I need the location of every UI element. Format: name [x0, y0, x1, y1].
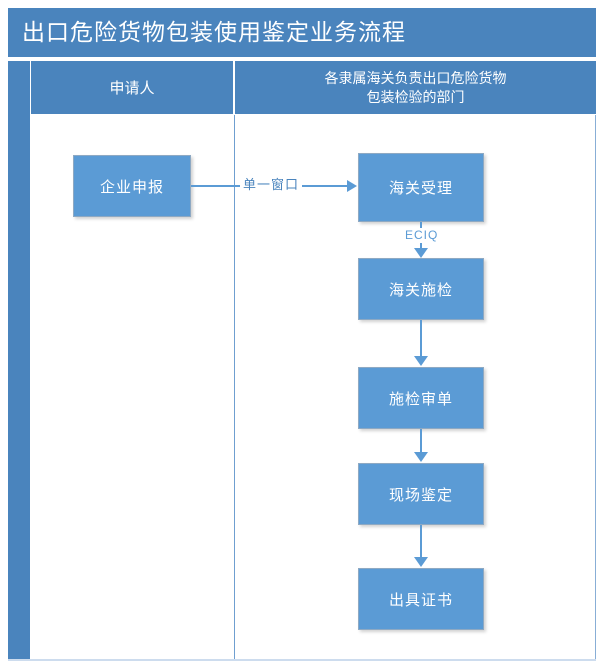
arrowhead-down-icon-3: [414, 452, 428, 462]
bottom-rule: [8, 659, 596, 661]
lane-header-applicant-label: 申请人: [109, 80, 155, 97]
node-review[interactable]: 施检审单: [358, 367, 484, 429]
node-cert-label: 出具证书: [388, 591, 453, 609]
node-accept-label: 海关受理: [388, 180, 453, 197]
arrowhead-down-icon-2: [414, 356, 428, 366]
title-bar: 出口危险货物包装使用鉴定业务流程: [8, 8, 596, 57]
left-rail: [8, 61, 30, 660]
arrowhead-right-icon: [347, 180, 357, 192]
page-title: 出口危险货物包装使用鉴定业务流程: [22, 19, 406, 45]
lane-header-applicant: 申请人: [31, 61, 233, 114]
lane-header-customs: 各隶属海关负责出口危险货物 包装检验的部门: [235, 61, 596, 114]
connector-onsite-to-cert: [420, 525, 422, 559]
arrowhead-down-icon-4: [414, 557, 428, 567]
edge-label-eciq: ECIQ: [402, 228, 442, 243]
edge-label-single-window: 单一窗口: [240, 177, 303, 193]
arrowhead-down-icon-1: [414, 248, 428, 258]
node-inspect[interactable]: 海关施检: [358, 258, 484, 320]
lane-divider: [234, 115, 235, 661]
node-cert[interactable]: 出具证书: [358, 568, 484, 630]
lane-header-customs-line2: 包装检验的部门: [366, 88, 465, 105]
node-review-label: 施检审单: [388, 390, 453, 408]
lane-header-customs-line1: 各隶属海关负责出口危险货物: [324, 69, 507, 86]
node-apply[interactable]: 企业申报: [73, 155, 191, 217]
node-accept[interactable]: 海关受理: [358, 153, 484, 222]
node-inspect-label: 海关施检: [388, 281, 453, 299]
connector-inspect-to-review: [420, 320, 422, 358]
lane-header-customs-text: 各隶属海关负责出口危险货物 包装检验的部门: [325, 69, 507, 107]
node-onsite-label: 现场鉴定: [388, 486, 453, 504]
node-onsite[interactable]: 现场鉴定: [358, 463, 484, 525]
connector-review-to-onsite: [420, 429, 422, 454]
node-apply-label: 企业申报: [99, 178, 164, 196]
